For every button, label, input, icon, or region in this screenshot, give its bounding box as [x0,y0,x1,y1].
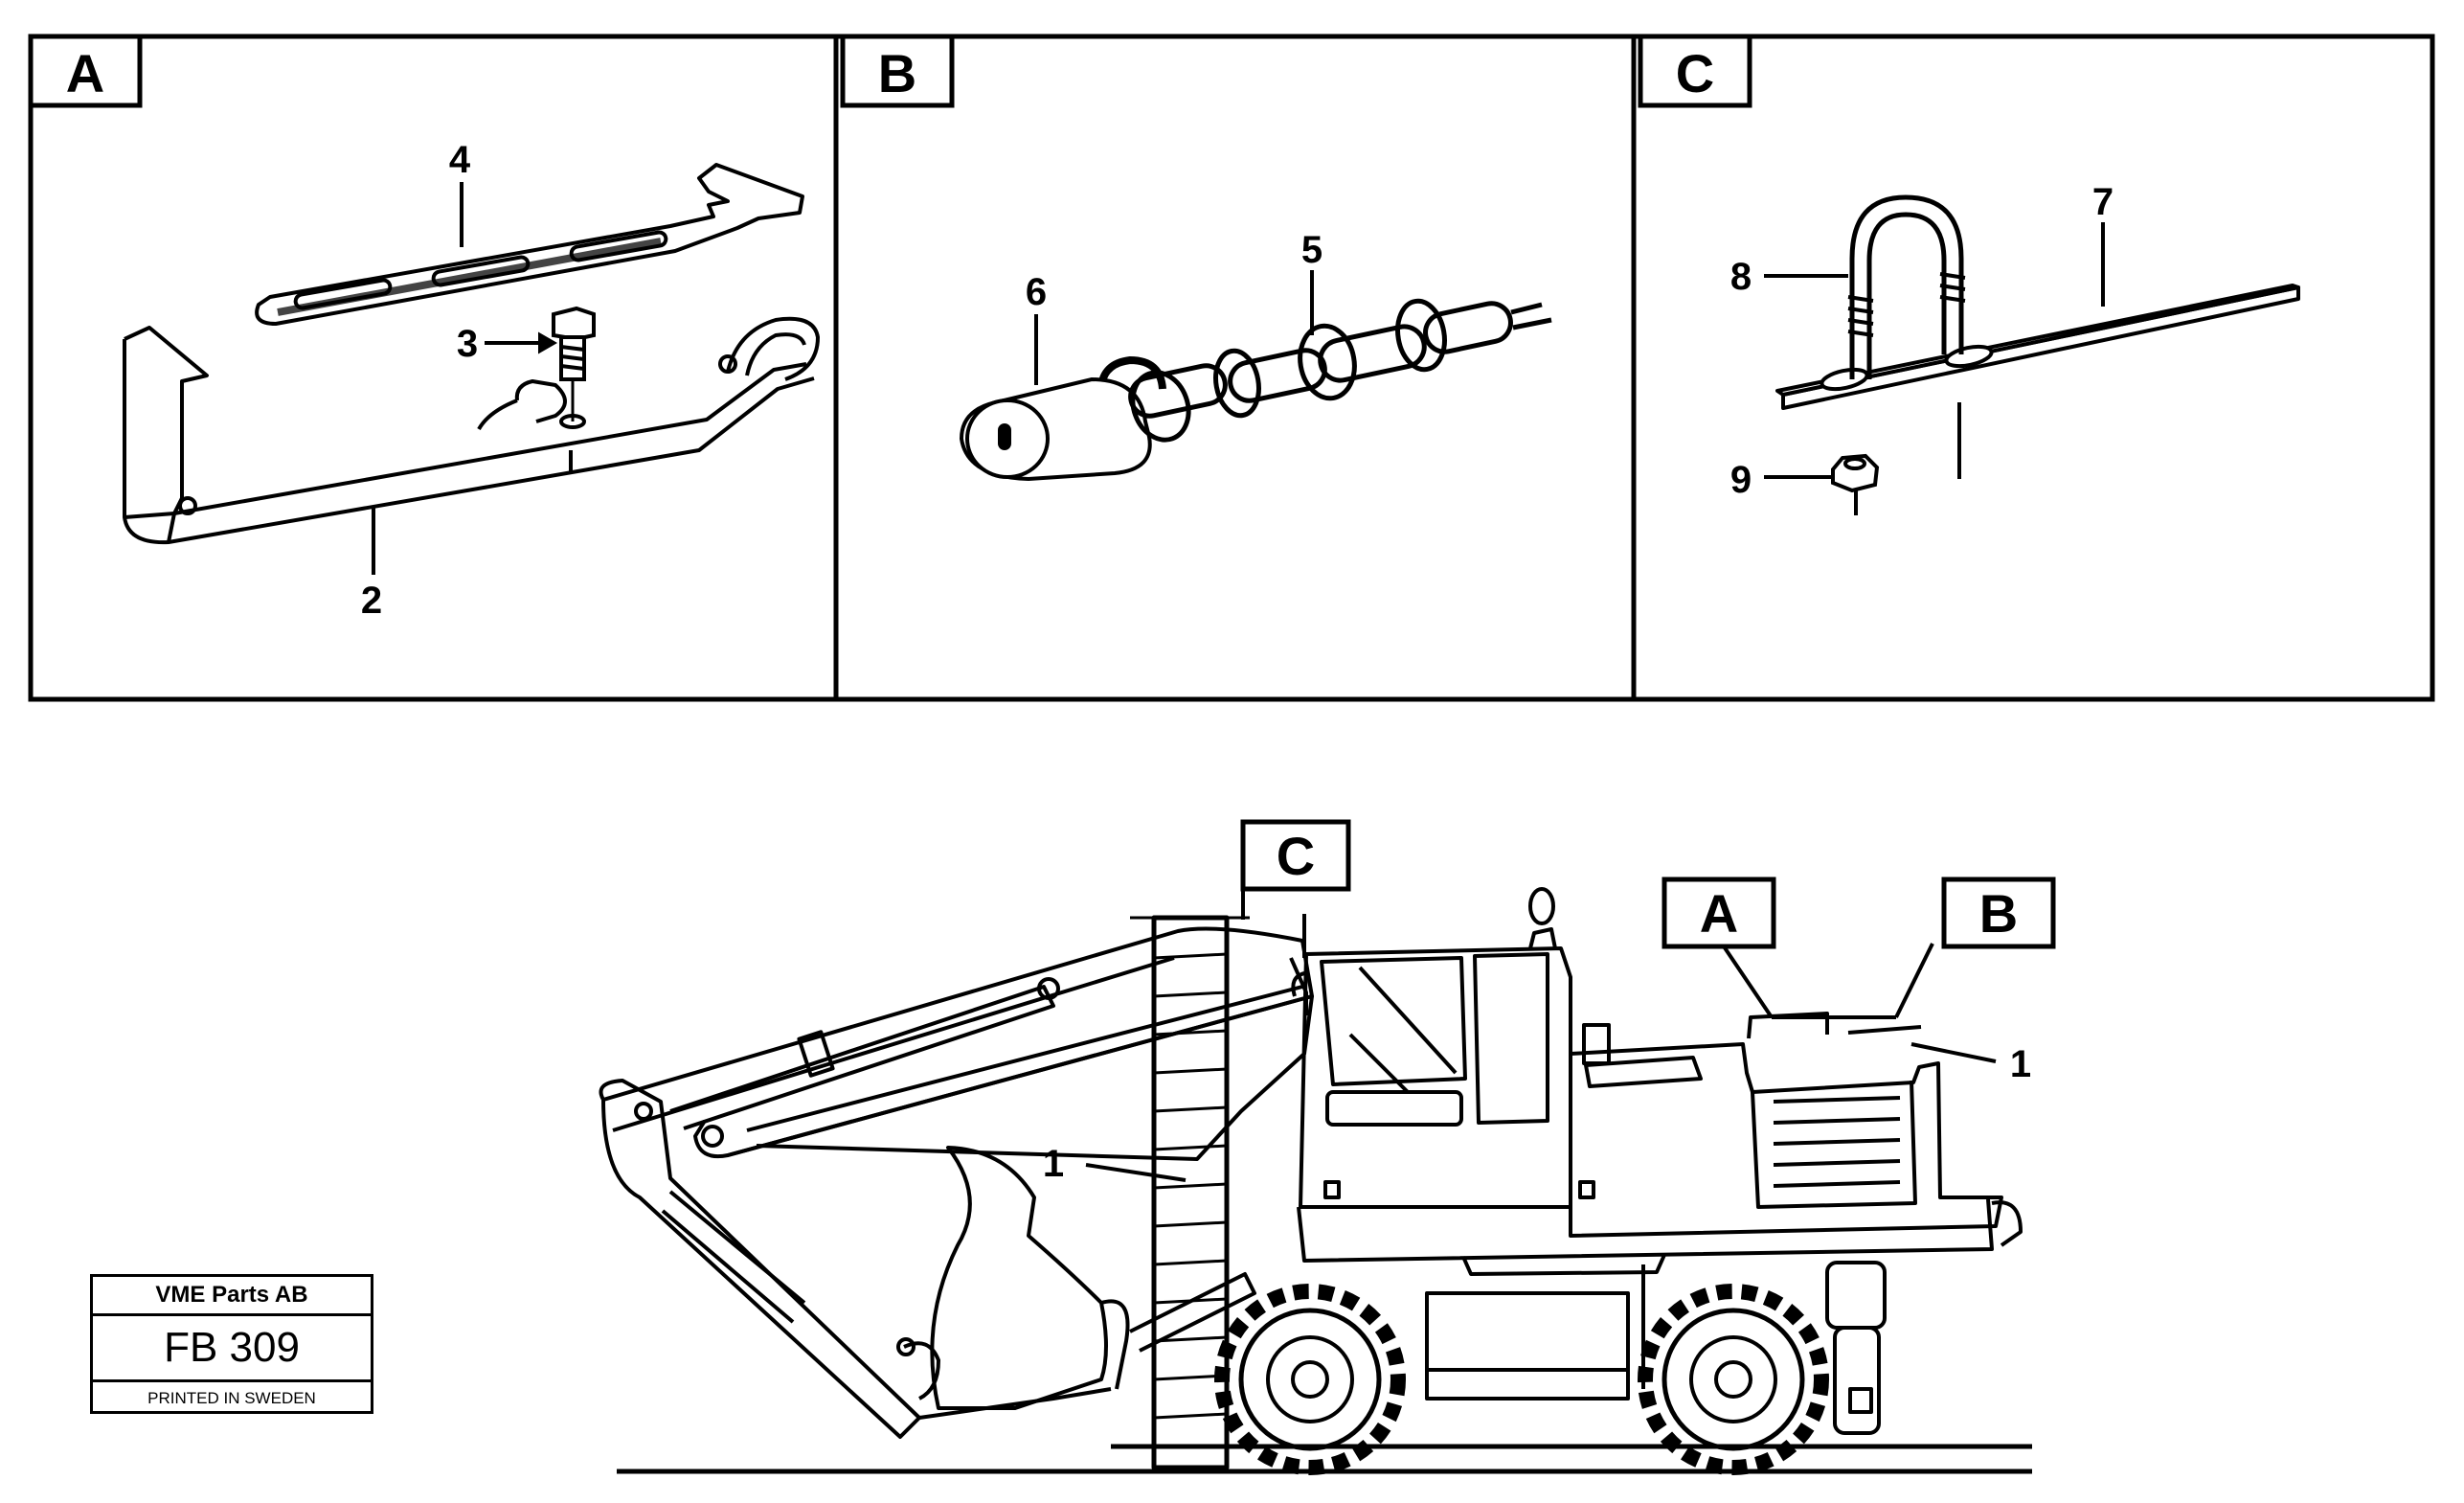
chain-part-5 [1128,298,1552,443]
machine-callout-1-left: 1 [1043,1143,1064,1185]
panel-c-label: C [1676,43,1714,103]
machine-callout-1-right: 1 [2010,1043,2031,1085]
machine-box-b [1941,877,2056,949]
callout-6: 6 [1026,271,1047,313]
machine-box-a-label: A [1700,883,1738,944]
panel-b: B 6 5 [840,34,1552,482]
title-block: VME Parts AB FB 309 PRINTED IN SWEDEN [90,1274,373,1414]
callout-8: 8 [1730,256,1752,298]
callout-7: 7 [2092,181,2114,223]
callout-5: 5 [1301,229,1322,271]
flat-bar-part-7 [1775,284,2300,410]
bracket-part-2 [123,316,820,545]
panel-b-leaders [1034,270,1314,385]
panel-a: A [28,34,820,622]
strap-part-4 [255,163,804,326]
panel-a-label-box [28,34,143,108]
callout-9: 9 [1730,459,1752,501]
machine-box-c [1240,819,1351,892]
printed-note: PRINTED IN SWEDEN [147,1389,316,1407]
machine-leaders [1085,889,1997,1182]
u-bolt-part-8 [1847,194,1966,379]
callout-3: 3 [457,323,478,365]
drawing-code: FB 309 [93,1316,371,1382]
callout-2: 2 [361,580,382,622]
panel-b-label-box [840,34,955,108]
panel-c-leaders [1764,222,2105,515]
panel-c: C [1638,34,2300,515]
machine-box-c-label: C [1277,826,1315,886]
machine-box-b-label: B [1979,883,2018,944]
detail-panels-frame [28,34,2435,702]
panel-c-label-box [1638,34,1752,108]
nut-part-9 [1831,453,1880,493]
company-name: VME Parts AB [93,1277,371,1316]
callout-4: 4 [449,139,471,181]
panel-a-leaders [372,182,573,575]
excavator-illustration [599,887,2032,1475]
machine-box-a [1662,877,1776,949]
panel-a-label: A [66,43,104,103]
padlock-part-6 [959,355,1166,482]
panel-b-label: B [878,43,916,103]
